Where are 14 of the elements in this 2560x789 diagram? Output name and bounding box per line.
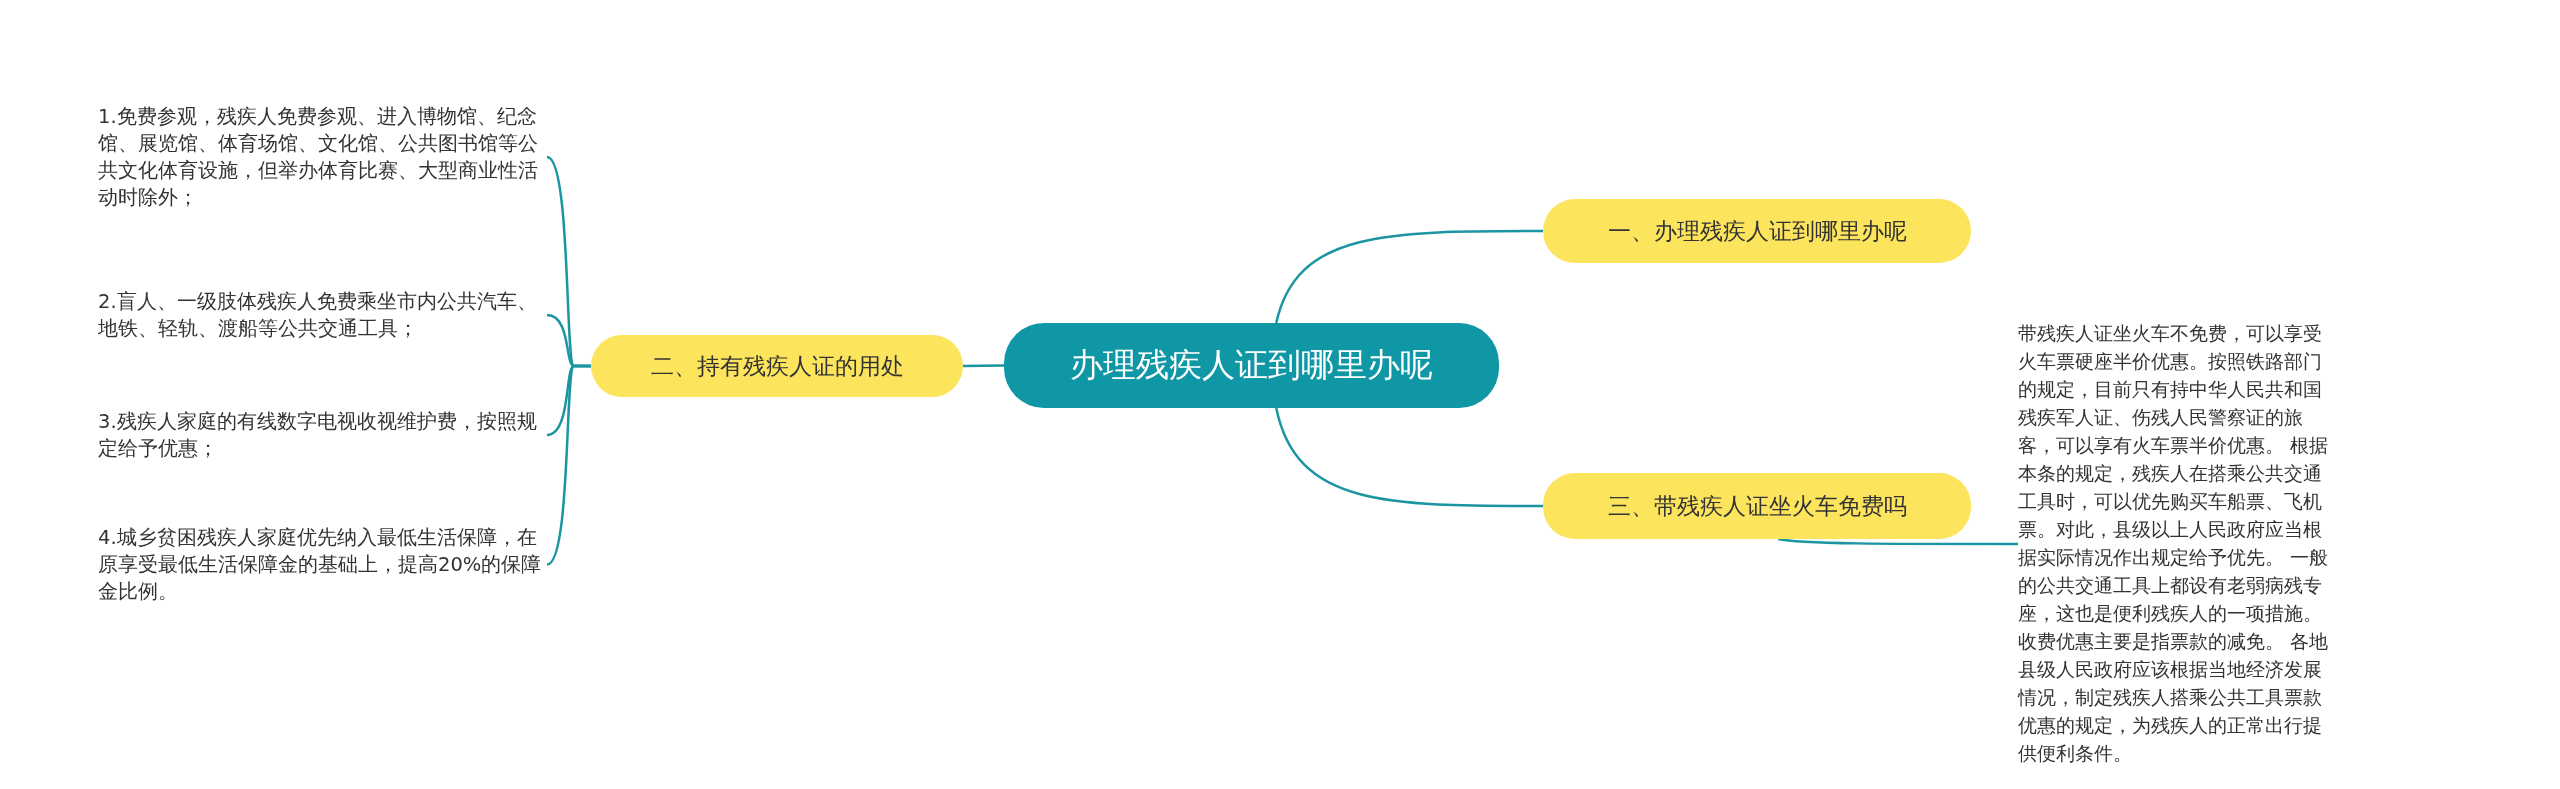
connector-line — [1275, 407, 1543, 508]
connector-line — [546, 364, 591, 566]
connector-line — [963, 364, 1004, 368]
note-text: 4.城乡贫困残疾人家庭优先纳入最低生活保障，在原享受最低生活保障金的基础上，提高20%的保障金比例。 — [98, 524, 543, 605]
note-text: 3.残疾人家庭的有线数字电视收视维护费，按照规定给予优惠； — [98, 408, 543, 462]
topic-box: 二、持有残疾人证的用处 — [591, 335, 963, 397]
connector-line — [1275, 229, 1543, 324]
note-text: 2.盲人、一级肢体残疾人免费乘坐市内公共汽车、地铁、轻轨、渡船等公共交通工具； — [98, 288, 543, 342]
topic-box: 一、办理残疾人证到哪里办呢 — [1543, 199, 1971, 263]
note-text: 带残疾人证坐火车不免费，可以享受火车票硬座半价优惠。按照铁路部门的规定，目前只有持中华人民共和国残疾军人证、伤残人民警察证的旅客，可以享有火车票半价优惠。 根据本条的规定，残疾人在搭乘公共交通工具时，可以优先购买车船票、飞机票。对此，县级以上人民政府应当根据实际情况作出规定给予优先。 一般的公共交通工具上都设有老弱病残专座，这也是便利残疾人的一项措施。收费优惠主要是指票款的减免。 各地县级人民政府应该根据当地经济发展情况，制定残疾人搭乘公共工具票款优惠的规定，为残疾人的正常出行提供便利条件。 — [2018, 320, 2336, 768]
note-text: 1.免费参观，残疾人免费参观、进入博物馆、纪念馆、展览馆、体育场馆、文化馆、公共图书馆等公共文化体育设施，但举办体育比赛、大型商业性活动时除外； — [98, 103, 543, 211]
connector-line — [1778, 537, 2018, 546]
central-topic: 办理残疾人证到哪里办呢 — [1004, 323, 1499, 408]
topic-box: 三、带残疾人证坐火车免费吗 — [1543, 473, 1971, 539]
